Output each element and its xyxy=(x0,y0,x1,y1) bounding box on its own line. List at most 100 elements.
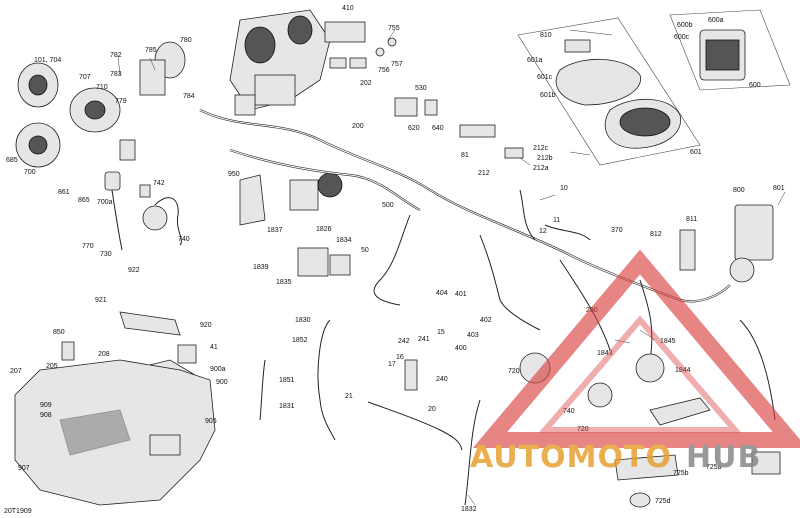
sensor-wires xyxy=(259,319,481,506)
label-779: 779 xyxy=(115,98,127,105)
label-200: 200 xyxy=(352,123,364,130)
label-601: 601 xyxy=(690,149,702,156)
label-620: 620 xyxy=(408,125,420,132)
label-205: 205 xyxy=(46,363,58,370)
label-212c: 212c xyxy=(533,145,549,152)
label-240: 240 xyxy=(436,376,448,383)
label-12: 12 xyxy=(539,228,547,235)
label-907: 907 xyxy=(18,465,30,472)
label-202: 202 xyxy=(360,80,372,87)
label-1837: 1837 xyxy=(267,227,283,234)
label-50: 50 xyxy=(361,247,369,254)
label-800: 800 xyxy=(733,187,745,194)
label-242: 242 xyxy=(398,338,410,345)
label-212b: 212b xyxy=(537,155,553,162)
label-720: 720 xyxy=(508,368,520,375)
label-410: 410 xyxy=(342,5,354,12)
label-401: 401 xyxy=(455,291,467,298)
label-1832: 1832 xyxy=(461,506,477,513)
label-1852: 1852 xyxy=(292,337,308,344)
label-1839: 1839 xyxy=(253,264,269,271)
label-740b: 740 xyxy=(563,408,575,415)
label-101-704: 101, 704 xyxy=(34,57,61,64)
label-241: 241 xyxy=(418,336,430,343)
ecu-module xyxy=(679,204,776,421)
label-212a: 212a xyxy=(533,165,549,172)
label-707: 707 xyxy=(79,74,91,81)
label-950: 950 xyxy=(228,171,240,178)
bracket-920 xyxy=(61,311,197,364)
label-400: 400 xyxy=(455,345,467,352)
label-757: 757 xyxy=(391,61,403,68)
label-700a: 700a xyxy=(97,199,113,206)
label-725a: 725a xyxy=(706,464,722,471)
relay-module xyxy=(297,247,351,277)
label-700: 700 xyxy=(24,169,36,176)
label-725b: 725b xyxy=(673,470,689,477)
label-600a: 600a xyxy=(708,17,724,24)
label-900: 900 xyxy=(216,379,228,386)
label-756: 756 xyxy=(378,67,390,74)
watermark: AUTOMOTO HUB xyxy=(470,249,800,475)
label-530: 530 xyxy=(415,85,427,92)
label-783: 783 xyxy=(110,71,122,78)
label-11: 11 xyxy=(553,217,560,224)
label-404: 404 xyxy=(436,290,448,297)
label-905: 905 xyxy=(205,418,217,425)
label-785: 785 xyxy=(145,47,157,54)
label-1843: 1843 xyxy=(597,350,613,357)
connector-cluster xyxy=(324,21,524,159)
label-207: 207 xyxy=(10,368,22,375)
label-402: 402 xyxy=(480,317,492,324)
label-370: 370 xyxy=(611,227,623,234)
label-908: 908 xyxy=(40,412,52,419)
label-601b: 601b xyxy=(540,92,556,99)
label-782: 782 xyxy=(110,52,122,59)
label-909: 909 xyxy=(40,402,52,409)
label-922: 922 xyxy=(128,267,140,274)
ignition-coil-group xyxy=(104,171,182,251)
label-1851: 1851 xyxy=(279,377,295,384)
label-921: 921 xyxy=(95,297,107,304)
label-17: 17 xyxy=(388,361,396,368)
label-10: 10 xyxy=(560,185,568,192)
label-755: 755 xyxy=(388,25,400,32)
label-1834: 1834 xyxy=(336,237,352,244)
label-710: 710 xyxy=(96,84,108,91)
label-212: 212 xyxy=(478,170,490,177)
label-770: 770 xyxy=(82,243,94,250)
label-920: 920 xyxy=(200,322,212,329)
label-850: 850 xyxy=(53,329,65,336)
alternator-assembly xyxy=(15,41,186,168)
label-81: 81 xyxy=(461,152,469,159)
label-780: 780 xyxy=(180,37,192,44)
label-742: 742 xyxy=(153,180,165,187)
label-811: 811 xyxy=(686,216,697,223)
label-208: 208 xyxy=(98,351,110,358)
label-784: 784 xyxy=(183,93,195,100)
label-41: 41 xyxy=(210,344,218,351)
leader-lines xyxy=(117,29,786,506)
label-730: 730 xyxy=(100,251,112,258)
label-810: 810 xyxy=(540,32,552,39)
label-600b: 600b xyxy=(677,22,693,29)
label-725d: 725d xyxy=(655,498,671,505)
label-1830: 1830 xyxy=(295,317,311,324)
label-640: 640 xyxy=(432,125,444,132)
label-1831: 1831 xyxy=(279,403,295,410)
label-1844: 1844 xyxy=(675,367,691,374)
label-16: 16 xyxy=(396,354,404,361)
battery-and-tray xyxy=(14,359,216,506)
label-601a: 601a xyxy=(527,57,543,64)
part-labels: 101, 704 782 785 780 707 710 783 779 784… xyxy=(4,5,785,515)
label-1845: 1845 xyxy=(660,338,676,345)
label-500: 500 xyxy=(382,202,394,209)
label-900a: 900a xyxy=(210,366,226,373)
diagram-id-code: 20T1909 xyxy=(4,508,32,515)
label-600c: 600c xyxy=(674,34,690,41)
label-720b: 720 xyxy=(577,426,589,433)
label-15: 15 xyxy=(437,329,445,336)
label-685: 685 xyxy=(6,157,18,164)
